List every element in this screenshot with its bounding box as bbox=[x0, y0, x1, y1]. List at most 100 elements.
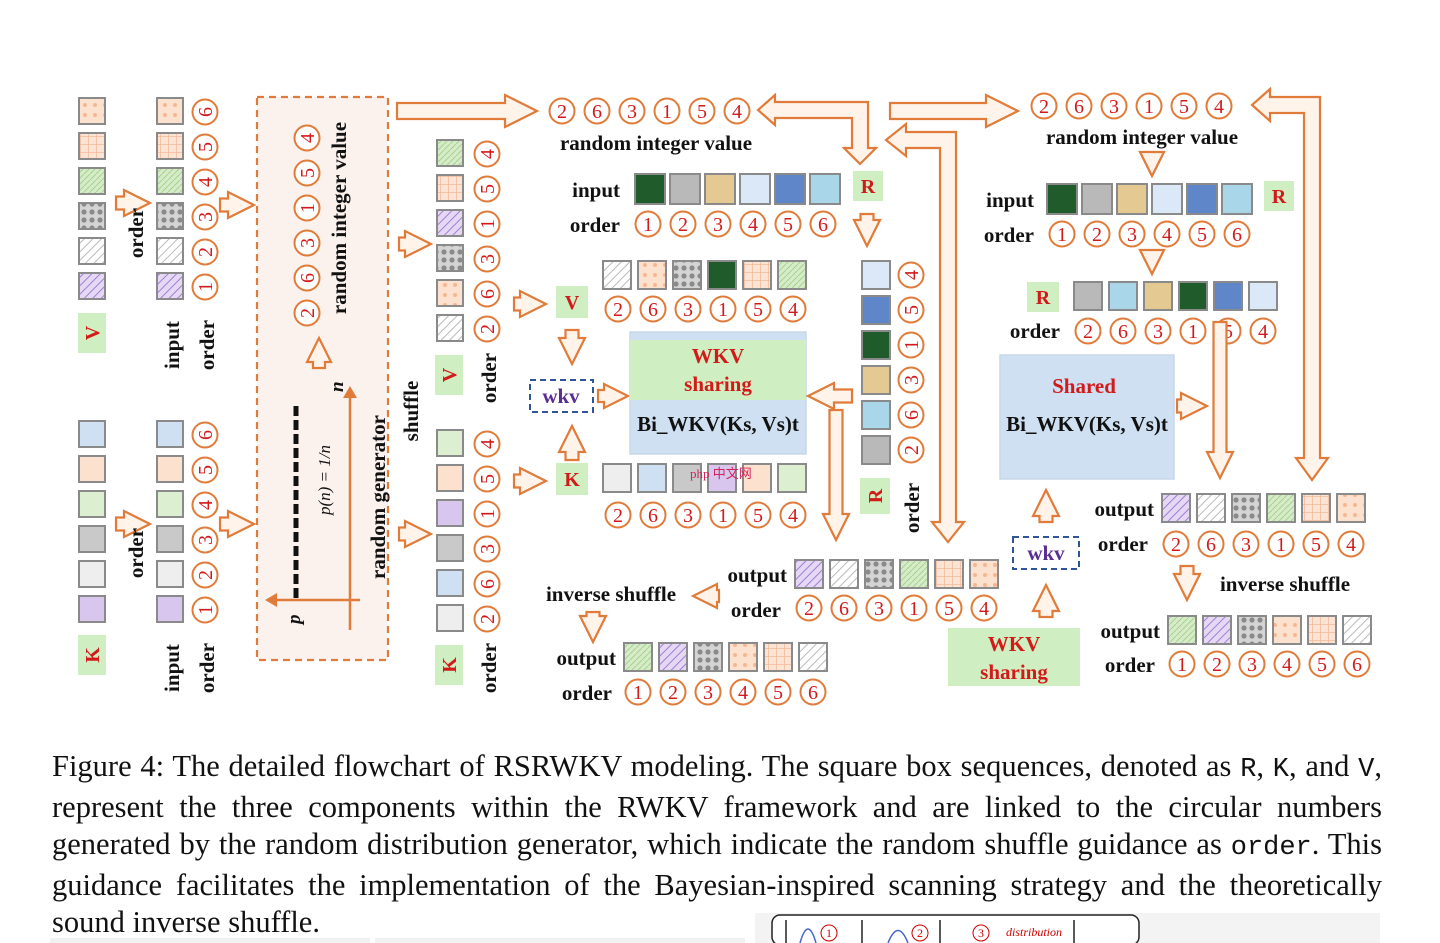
token-square bbox=[78, 525, 106, 553]
token-square bbox=[1046, 183, 1078, 215]
order-number: 2 bbox=[297, 308, 319, 318]
order-number: 4 bbox=[788, 299, 798, 321]
order-number: 1 bbox=[633, 682, 643, 704]
order-circle bbox=[293, 194, 321, 222]
order-circle bbox=[799, 678, 827, 706]
order-number: 1 bbox=[1276, 534, 1286, 556]
order-number: 5 bbox=[753, 299, 763, 321]
order-circle bbox=[293, 264, 321, 292]
order-circle bbox=[1337, 530, 1365, 558]
token-square bbox=[774, 173, 806, 205]
flow-arrow bbox=[1031, 582, 1061, 619]
order-circle bbox=[1135, 92, 1163, 120]
order-number: 3 bbox=[477, 254, 499, 264]
order-circle bbox=[774, 210, 802, 238]
flow-arrow bbox=[596, 382, 631, 410]
order-number: 1 bbox=[195, 605, 217, 615]
token-square bbox=[693, 642, 723, 672]
order-number: 1 bbox=[718, 299, 728, 321]
order-circle bbox=[604, 501, 632, 529]
order-number: 2 bbox=[678, 214, 688, 236]
order-circle bbox=[583, 97, 611, 125]
token-square bbox=[156, 167, 184, 195]
order-circle bbox=[897, 296, 925, 324]
token-square bbox=[864, 559, 894, 589]
order-number: 4 bbox=[738, 682, 748, 704]
order-circle bbox=[744, 501, 772, 529]
component-tag bbox=[78, 635, 106, 675]
order-number: 5 bbox=[1179, 96, 1189, 118]
order-number: 2 bbox=[557, 101, 567, 123]
order-label: order bbox=[124, 528, 148, 578]
order-number: 5 bbox=[1311, 534, 1321, 556]
token-square bbox=[763, 642, 793, 672]
order-number: 5 bbox=[195, 142, 217, 152]
flow-arrow bbox=[1205, 320, 1235, 481]
token-square bbox=[794, 559, 824, 589]
order-circle bbox=[473, 315, 501, 343]
flow-arrow bbox=[852, 212, 882, 249]
token-square bbox=[777, 463, 807, 493]
token-square bbox=[1081, 183, 1113, 215]
order-circle bbox=[674, 295, 702, 323]
order-number: 6 bbox=[808, 682, 818, 704]
wkv-sharing-label: WKV bbox=[692, 344, 745, 368]
order-number: 3 bbox=[874, 598, 884, 620]
order-circle bbox=[694, 678, 722, 706]
token-square bbox=[436, 499, 464, 527]
order-number: 2 bbox=[668, 682, 678, 704]
component-tag bbox=[435, 355, 463, 395]
flow-arrow bbox=[397, 519, 434, 549]
order-circle bbox=[293, 124, 321, 152]
token-square bbox=[742, 260, 772, 290]
order-circle bbox=[1144, 317, 1172, 345]
token-square bbox=[934, 559, 964, 589]
order-number: 5 bbox=[944, 598, 954, 620]
order-circle bbox=[897, 366, 925, 394]
flow-arrow bbox=[512, 466, 549, 496]
order-circle bbox=[723, 97, 751, 125]
order-circle bbox=[473, 535, 501, 563]
input-label: input bbox=[160, 321, 184, 369]
order-number: 3 bbox=[713, 214, 723, 236]
order-circle bbox=[779, 501, 807, 529]
order-circle bbox=[1179, 317, 1207, 345]
order-circle bbox=[709, 501, 737, 529]
order-number: 2 bbox=[1212, 654, 1222, 676]
component-tag bbox=[556, 286, 588, 318]
order-number: 5 bbox=[297, 168, 319, 178]
flow-arrow bbox=[395, 93, 540, 129]
order-number: 4 bbox=[1282, 654, 1292, 676]
flow-arrow bbox=[888, 93, 1021, 129]
token-square bbox=[156, 525, 184, 553]
order-circle bbox=[548, 97, 576, 125]
input-label: input bbox=[572, 178, 620, 202]
order-circle bbox=[1343, 650, 1371, 678]
order-circle bbox=[293, 229, 321, 257]
order-number: 4 bbox=[1162, 224, 1172, 246]
order-circle bbox=[191, 596, 219, 624]
order-number: 4 bbox=[748, 214, 758, 236]
order-circle bbox=[473, 210, 501, 238]
axis-p-head bbox=[265, 593, 277, 607]
order-circle bbox=[1238, 650, 1266, 678]
flow-arrow bbox=[1031, 487, 1061, 524]
order-circle bbox=[473, 245, 501, 273]
order-circle bbox=[473, 465, 501, 493]
order-number: 1 bbox=[643, 214, 653, 236]
order-circle bbox=[1205, 92, 1233, 120]
token-square bbox=[1272, 615, 1302, 645]
order-number: 5 bbox=[773, 682, 783, 704]
order-label: order bbox=[1098, 532, 1148, 556]
order-number: 3 bbox=[195, 212, 217, 222]
flow-arrow bbox=[1172, 564, 1202, 603]
order-number: 5 bbox=[477, 184, 499, 194]
token-square bbox=[1196, 493, 1226, 523]
order-number: 1 bbox=[909, 598, 919, 620]
order-label: order bbox=[900, 483, 924, 533]
order-circle bbox=[618, 97, 646, 125]
order-circle bbox=[970, 594, 998, 622]
order-number: 3 bbox=[627, 101, 637, 123]
token-square bbox=[1186, 183, 1218, 215]
order-circle bbox=[779, 295, 807, 323]
